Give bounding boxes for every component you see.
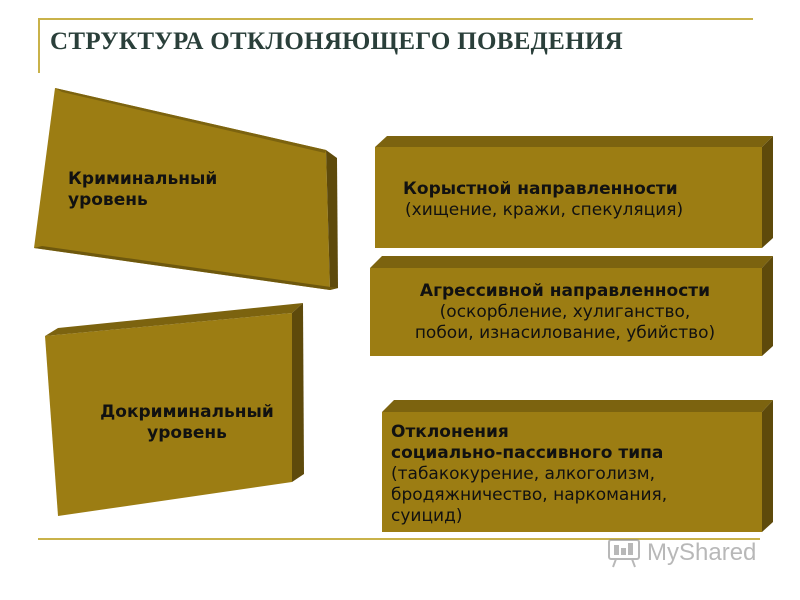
- title-left-rule: [38, 18, 40, 73]
- category-3-text: Отклонения социально-пассивного типа (та…: [391, 422, 667, 527]
- watermark-text: MyShared: [647, 539, 757, 566]
- precriminal-level-line1: Докриминальный: [100, 402, 274, 422]
- category-block-1: [375, 136, 773, 248]
- category-1-text: Корыстной направленности (хищение, кражи…: [403, 179, 683, 221]
- category-3-detail-3: суицид): [391, 506, 463, 526]
- category-block-3: [382, 400, 773, 532]
- category-3-heading-2: социально-пассивного типа: [391, 443, 664, 463]
- bottom-rule: [38, 538, 760, 540]
- page-title: СТРУКТУРА ОТКЛОНЯЮЩЕГО ПОВЕДЕНИЯ: [50, 28, 623, 55]
- criminal-level-line2: уровень: [68, 190, 148, 210]
- precriminal-level-label: Докриминальный уровень: [84, 402, 290, 444]
- category-2-detail-1: (оскорбление, хулиганство,: [439, 302, 691, 322]
- category-1-detail: (хищение, кражи, спекуляция): [405, 200, 684, 220]
- category-3-heading-1: Отклонения: [391, 422, 509, 442]
- category-2-detail-2: побои, изнасилование, убийство): [414, 323, 716, 343]
- title-top-rule: [38, 18, 753, 20]
- category-2-text: Агрессивной направленности (оскорбление,…: [380, 281, 750, 344]
- category-1-heading: Корыстной направленности: [403, 179, 678, 199]
- criminal-level-label: Криминальный уровень: [68, 169, 217, 211]
- category-3-detail-2: бродяжничество, наркомания,: [391, 485, 668, 505]
- precriminal-level-block: [45, 303, 304, 516]
- category-block-2: [370, 256, 773, 356]
- criminal-level-line1: Криминальный: [68, 169, 218, 189]
- precriminal-level-line2: уровень: [147, 423, 227, 443]
- presentation-board-icon: [608, 539, 640, 568]
- criminal-level-block: [34, 88, 338, 290]
- watermark: MyShared: [607, 538, 756, 568]
- category-3-detail-1: (табакокурение, алкоголизм,: [391, 464, 655, 484]
- category-2-heading: Агрессивной направленности: [419, 281, 711, 301]
